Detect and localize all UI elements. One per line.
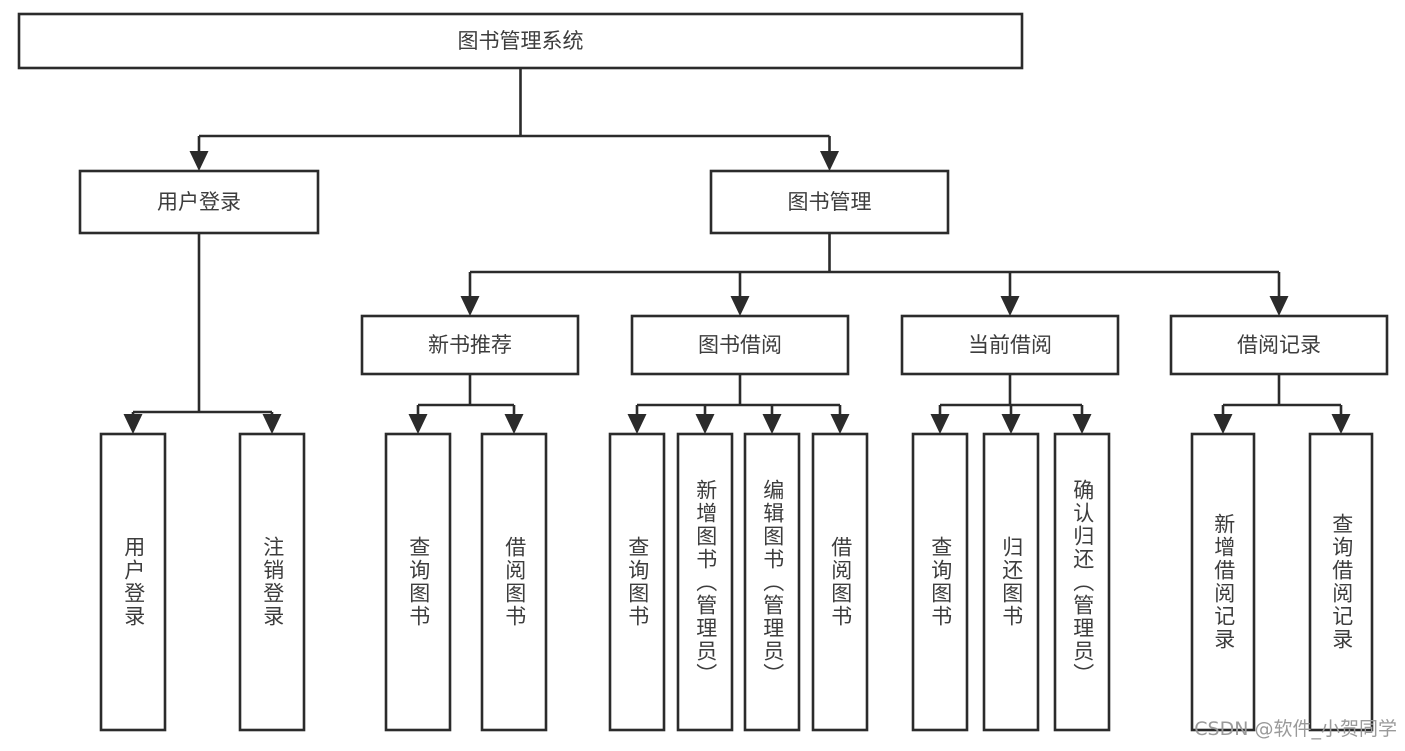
arrow-head-icon [627, 414, 647, 434]
node-box-query-book-3[interactable] [911, 432, 969, 732]
arrow-head-icon [1213, 414, 1233, 434]
node-box-book-borrow[interactable] [630, 314, 850, 376]
arrow-head-icon [1072, 414, 1092, 434]
arrow-head-icon [262, 414, 282, 434]
node-box-user-login[interactable] [78, 169, 320, 235]
node-box-user-login-do[interactable] [99, 432, 167, 732]
node-box-borrow-book-2[interactable] [811, 432, 869, 732]
node-box-new-book-recommend[interactable] [360, 314, 580, 376]
arrow-head-icon [1331, 414, 1351, 434]
arrow-head-icon [930, 414, 950, 434]
arrow-head-icon [1001, 414, 1021, 434]
node-label-borrow-records: 借阅记录 [1237, 333, 1321, 357]
arrow-head-icon [695, 414, 715, 434]
arrow-head-icon [408, 414, 428, 434]
arrow-head-icon [830, 414, 850, 434]
node-label-new-book-recommend: 新书推荐 [428, 333, 512, 357]
node-box-root[interactable] [17, 12, 1024, 70]
node-label-book-manage: 图书管理 [788, 190, 872, 214]
connectors-layer [123, 68, 1351, 434]
arrow-head-icon [1000, 296, 1020, 316]
arrow-head-icon [820, 151, 839, 171]
node-box-add-book[interactable] [676, 432, 734, 732]
node-label-book-borrow: 图书借阅 [698, 333, 782, 357]
node-box-borrow-book-1[interactable] [480, 432, 548, 732]
arrow-head-icon [762, 414, 782, 434]
node-box-return-book[interactable] [982, 432, 1040, 732]
node-label-current-borrow: 当前借阅 [968, 333, 1052, 357]
node-box-edit-book[interactable] [743, 432, 801, 732]
boxes-layer [17, 12, 1389, 732]
node-label-root: 图书管理系统 [458, 29, 584, 53]
node-box-query-book-1[interactable] [384, 432, 452, 732]
arrow-head-icon [189, 151, 209, 171]
node-box-query-book-2[interactable] [608, 432, 666, 732]
node-box-book-manage[interactable] [709, 169, 950, 235]
node-box-current-borrow[interactable] [900, 314, 1120, 376]
arrow-head-icon [460, 296, 480, 316]
arrow-head-icon [123, 414, 143, 434]
node-box-query-borrow-record[interactable] [1308, 432, 1374, 732]
node-label-user-login: 用户登录 [157, 190, 241, 214]
arrow-head-icon [1269, 296, 1289, 316]
node-box-confirm-return[interactable] [1053, 432, 1111, 732]
node-box-borrow-records[interactable] [1169, 314, 1389, 376]
arrow-head-icon [504, 414, 524, 434]
node-box-user-logout[interactable] [238, 432, 306, 732]
arrow-head-icon [730, 296, 750, 316]
node-box-add-borrow-record[interactable] [1190, 432, 1256, 732]
